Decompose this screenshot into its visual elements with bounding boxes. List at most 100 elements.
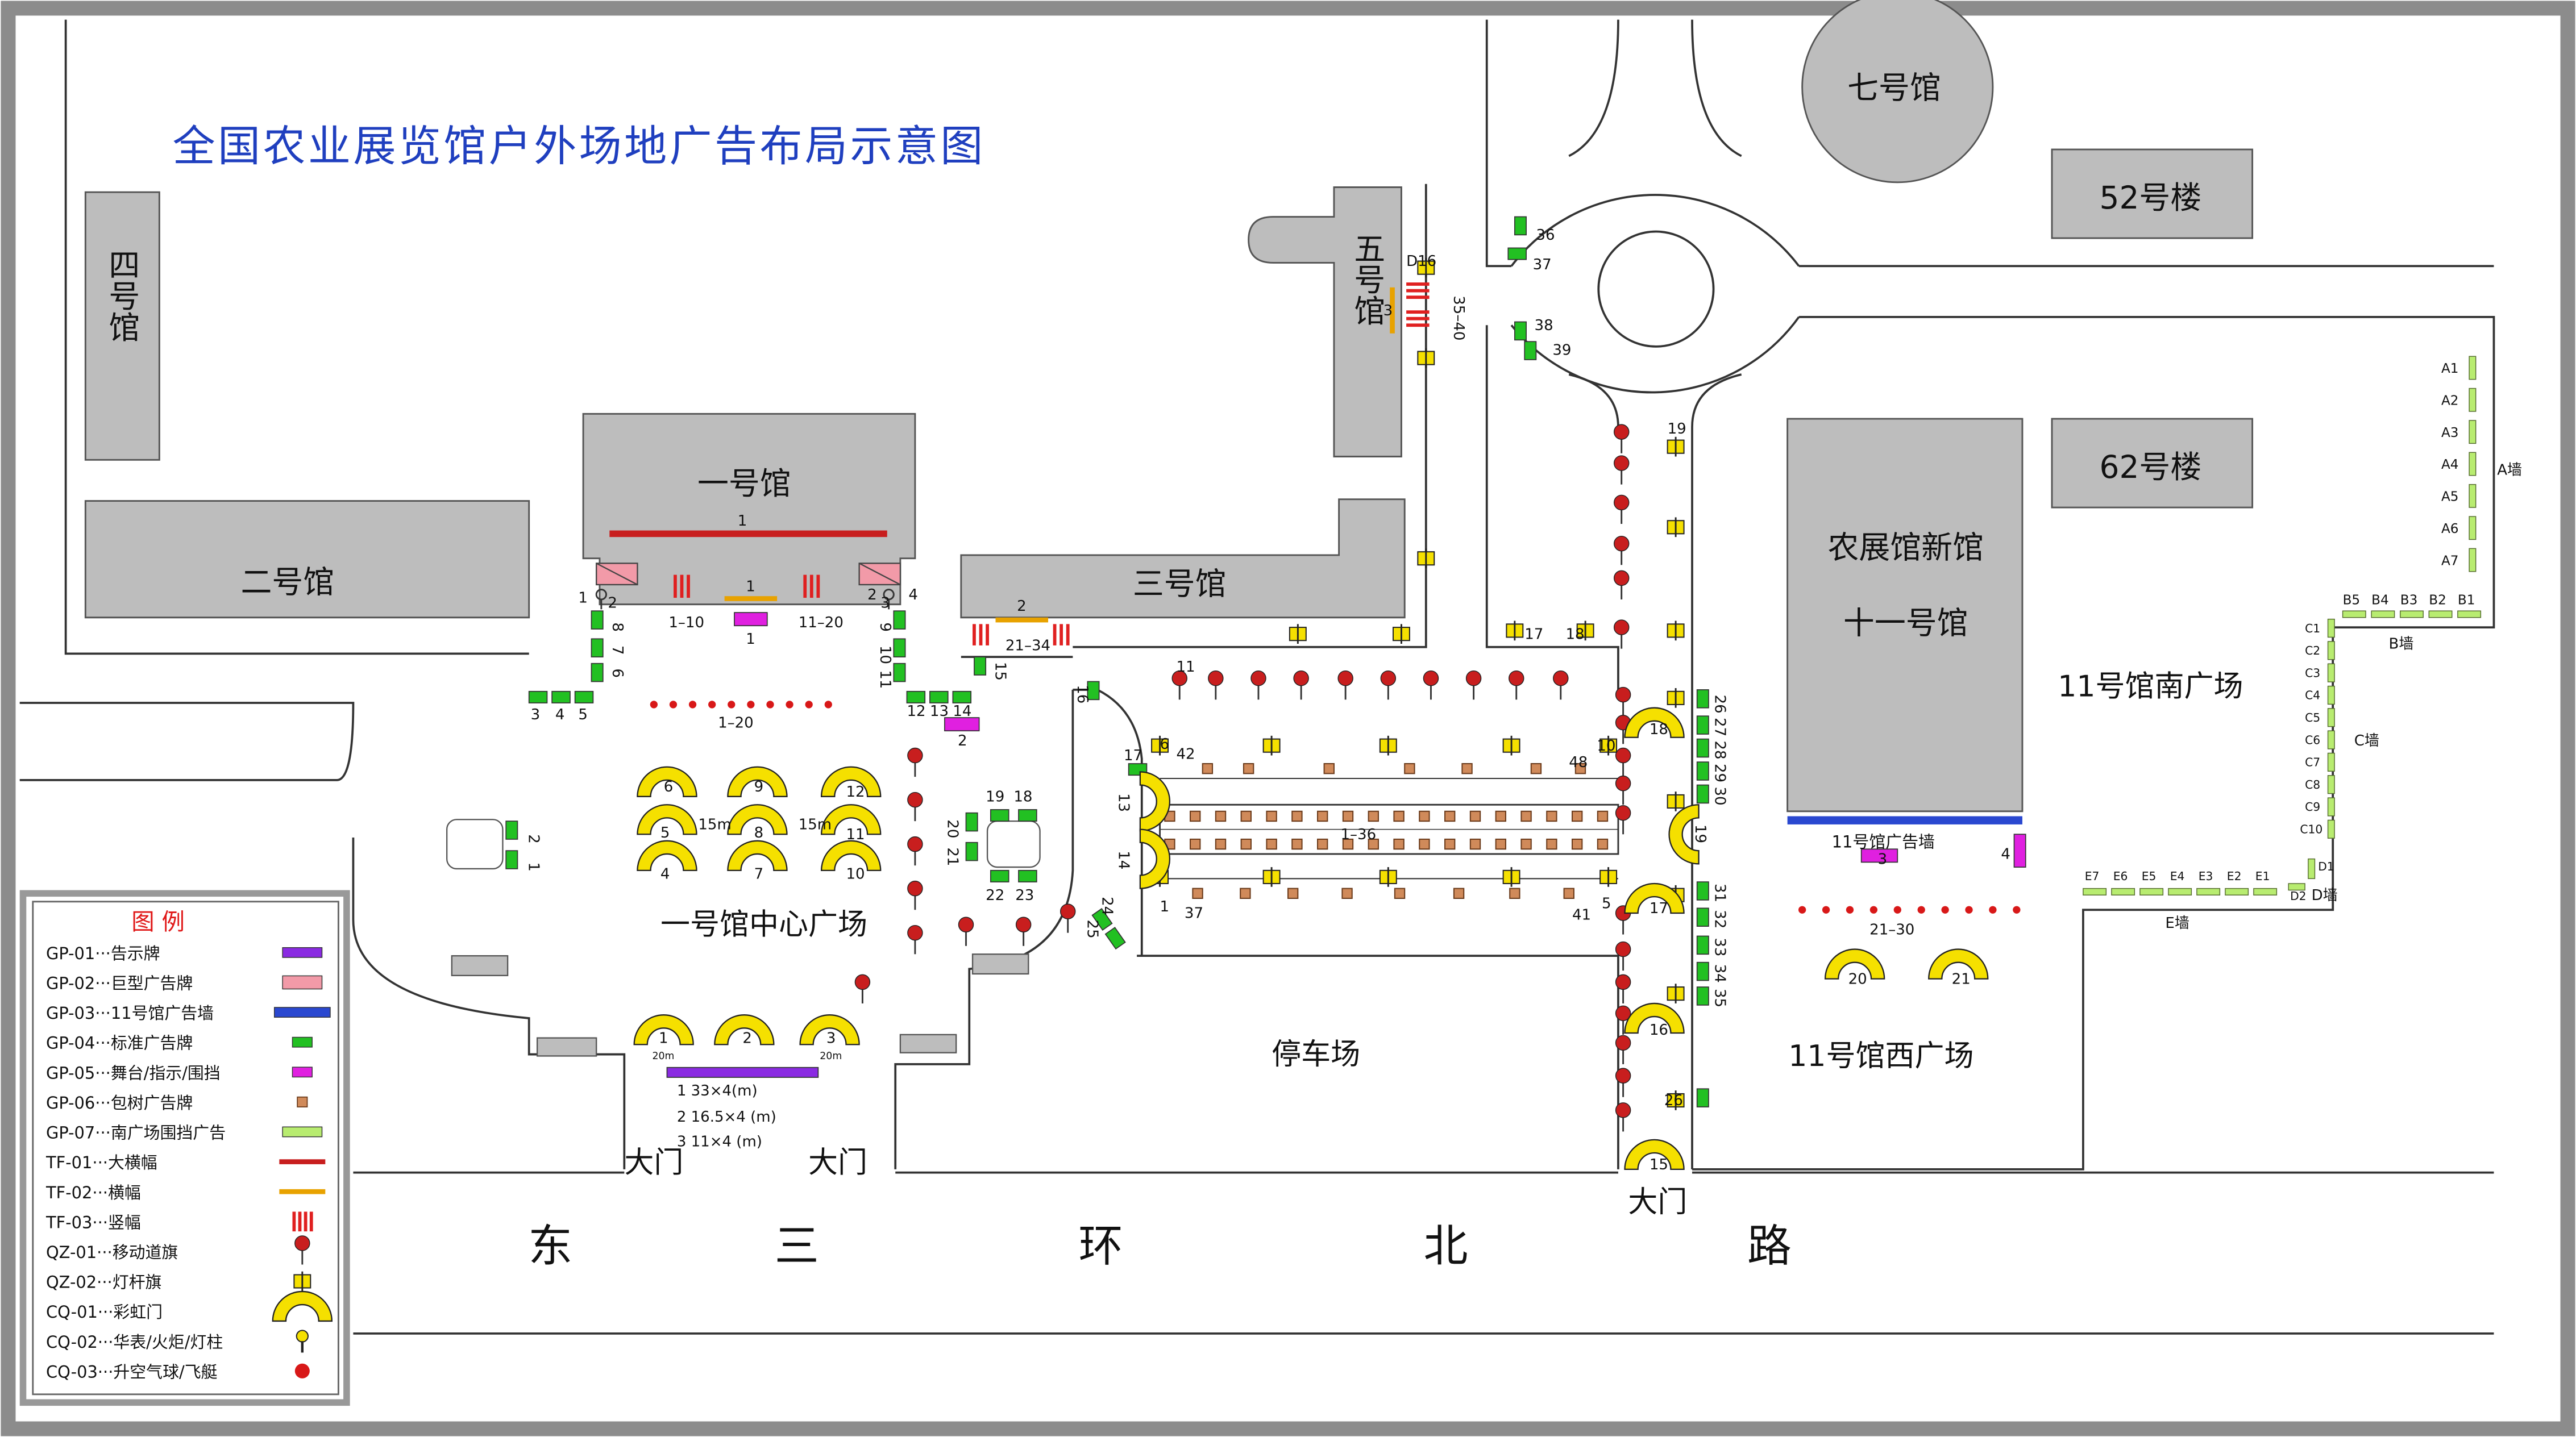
gp06-tree-ad [1419,838,1430,850]
num-label: 1 [1160,898,1170,915]
tf03-icon [292,1211,313,1232]
num-label: 10 [1597,738,1615,755]
wall-item-label: E7 [2085,869,2100,883]
arch-number: 10 [846,865,865,882]
gp07-fence-ad [2327,708,2335,727]
wall-item-label: C9 [2305,800,2320,814]
gp04-billboard [1696,986,1709,1006]
label-west-plaza: 11号馆西广场 [1788,1039,1973,1073]
wall-item-label: C10 [2300,823,2322,836]
gp06-tree-ad [1291,838,1303,850]
cq03-balloon [766,701,774,709]
cq03-balloon [650,701,658,709]
gp06-tree-ad [1520,838,1532,850]
road-char: 三 [775,1221,819,1272]
gp07-fence-ad [2327,797,2335,817]
wall-item-label: C8 [2305,778,2320,792]
tf02-banner [995,617,1049,623]
gp06-tree-ad [1243,763,1254,774]
cq03-balloon [728,701,736,709]
building-62 [2051,418,2254,509]
cq03-balloon [1989,906,1997,914]
num-label: 11 [1176,659,1195,676]
gp04-billboard [1514,216,1527,236]
gp06-tree-ad [1520,810,1532,822]
tf01-banner [609,530,887,538]
gp04-billboard [1696,907,1709,927]
qz02-pole-flag [1416,547,1435,569]
gp07-fence-ad [2327,819,2335,839]
legend-item: QZ-02···灯杆旗 [46,1271,311,1292]
gp04-billboard [1524,341,1537,360]
buildings [84,0,2254,813]
cq03-balloon [1965,906,1973,914]
num-label: 37 [1533,256,1552,273]
num-label: 4 [908,586,918,603]
label-hall2: 二号馆 [240,564,334,600]
building-hall5 [1248,186,1402,457]
num-label: 18 [1013,788,1032,805]
gp06-tree-ad [1342,810,1354,822]
num-label: 2 [958,732,967,749]
legend-item: GP-01···告示牌 [46,944,323,963]
wall-item-label: B4 [2371,593,2389,608]
gp04-icon [292,1036,313,1048]
map-title: 全国农业展览馆户外场地广告布局示意图 [172,121,985,171]
cq03-balloon [1917,906,1925,914]
gp04-billboard [965,812,978,832]
cq03-balloon [669,701,678,709]
gp02-icon [282,975,323,990]
label-hall3: 三号馆 [1133,565,1227,602]
legend-item: GP-06···包树广告牌 [46,1093,308,1113]
gp04-billboard [505,820,518,840]
billboard-number: 24 [1098,897,1115,915]
legend-label: TF-01···大横幅 [45,1153,157,1172]
num-label: 17 [1524,626,1543,643]
gp04-billboard [1018,869,1037,882]
num-label: 3 11×4 (m) [677,1133,762,1150]
gp06-tree-ad [1546,810,1557,822]
gp04-billboard [1514,321,1527,341]
gp04-billboard [1696,881,1709,901]
legend-item: TF-01···大横幅 [45,1153,326,1172]
wall-item-label: E5 [2142,869,2157,883]
gp04-billboard [990,869,1009,882]
tf01-icon [279,1159,326,1164]
cq03-icon [294,1363,310,1378]
tf03-vertical-banners [674,282,1430,645]
legend-item: CQ-02···华表/火炬/灯柱 [46,1330,309,1353]
gp07-fence-ad [2308,858,2316,880]
num-label: 41 [1572,907,1591,924]
label-hall1: 一号馆 [697,465,791,502]
num-label: 38 [1535,317,1553,334]
building-hall2 [84,500,530,619]
gp04-billboard [1696,784,1709,804]
gp07-fence-ad [2469,516,2477,540]
wall-item-label: C7 [2305,756,2320,769]
num-label: 5 [578,706,588,723]
gp07-fence-ad [2342,610,2366,618]
road-lines [19,19,2495,1335]
gp07-fence-ad [2168,888,2192,895]
gp04-billboard [1507,247,1527,260]
num-label: 4 [2001,846,2010,863]
legend-label: CQ-01···彩虹门 [46,1302,163,1322]
gp04-billboard [974,656,987,676]
arch-number: 15 [1650,1156,1668,1173]
billboard-number: 1 [525,862,542,872]
gp04-billboard [505,850,518,869]
qz02-pole-flag [1416,347,1435,369]
gp07-fence-ad [2327,618,2335,638]
label-wall-e: E墙 [2165,915,2189,932]
gp04-billboard [1696,738,1709,758]
arch-number: 4 [660,865,670,882]
tf02-banner [724,596,778,601]
building-hall3 [960,498,1406,619]
gp06-tree-ad [1266,838,1277,850]
num-label: D16 [1406,253,1436,270]
gp04-billboard [1018,809,1037,822]
num-label: 1–36 [1340,826,1376,843]
gp06-tree-ad [1563,888,1574,899]
num-label: 3 [1383,302,1393,319]
